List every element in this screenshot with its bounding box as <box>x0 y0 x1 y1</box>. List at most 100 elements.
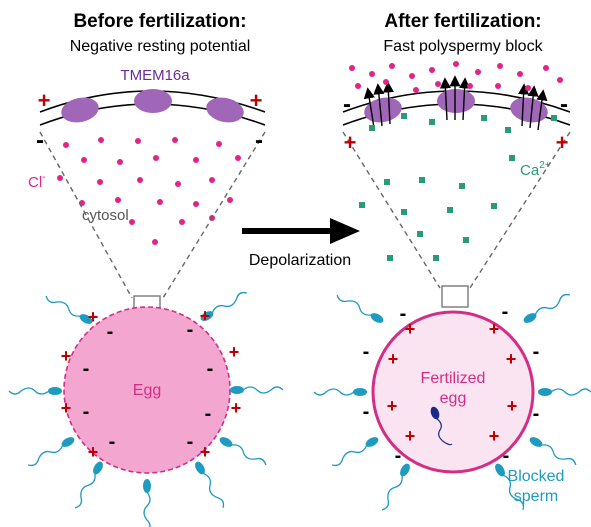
sperm <box>523 293 571 323</box>
calcium-label: Ca2+ <box>520 160 551 179</box>
charge-symbols: ++----++++++++++----------------++++++++ <box>36 88 568 467</box>
chloride-ion <box>383 79 389 85</box>
sperm <box>381 463 410 511</box>
chloride-ion <box>355 83 361 89</box>
open-channel-1 <box>364 97 402 123</box>
calcium-ion <box>401 209 407 215</box>
sperm <box>74 461 103 509</box>
tmem16a-label: TMEM16a <box>120 67 190 84</box>
plus-charge: + <box>506 349 517 369</box>
calcium-ion <box>505 127 511 133</box>
depolarization-arrow <box>242 218 360 244</box>
plus-charge: + <box>489 319 500 339</box>
chloride-ion <box>349 65 355 71</box>
chloride-ion <box>543 65 549 71</box>
minus-charge: - <box>255 127 263 154</box>
plus-charge: + <box>61 346 72 366</box>
plus-charge: + <box>507 396 518 416</box>
calcium-ion <box>509 155 515 161</box>
right-subtitle: Fast polyspermy block <box>383 38 543 55</box>
calcium-ion <box>369 125 375 131</box>
calcium-ion <box>447 207 453 213</box>
sperm <box>143 479 151 527</box>
calcium-ion <box>491 203 497 209</box>
minus-charge: - <box>207 358 214 380</box>
chloride-ion <box>137 177 143 183</box>
plus-charge: + <box>88 307 99 327</box>
chloride-ion <box>129 219 135 225</box>
sperm <box>27 437 75 467</box>
chloride-ion <box>175 181 181 187</box>
sperm-cells <box>8 291 591 527</box>
minus-charge: - <box>205 403 212 425</box>
chloride-ion <box>193 157 199 163</box>
chloride-ion <box>429 67 435 73</box>
chloride-ion <box>525 85 531 91</box>
chloride-ion <box>193 201 199 207</box>
calcium-ion <box>417 231 423 237</box>
egg-label: Egg <box>133 382 161 399</box>
left-subtitle: Negative resting potential <box>70 38 251 55</box>
fertilized-egg-label-2: egg <box>440 390 467 407</box>
right-zoom-lines <box>342 131 571 289</box>
minus-charge: - <box>83 401 90 423</box>
sperm <box>8 387 62 395</box>
open-channel-3 <box>510 97 548 123</box>
calcium-ion <box>433 255 439 261</box>
minus-charge: - <box>503 445 510 467</box>
sperm <box>538 388 591 396</box>
blocked-sperm-label-2: sperm <box>514 488 558 505</box>
chloride-ion <box>467 83 473 89</box>
right-chloride-ions <box>349 61 563 93</box>
calcium-ion <box>401 113 407 119</box>
plus-charge: + <box>388 349 399 369</box>
minus-charge: - <box>83 358 90 380</box>
fertilized-egg-label-1: Fertilized <box>421 370 486 387</box>
minus-charge: - <box>502 301 509 323</box>
right-calcium-ions <box>359 113 557 261</box>
chloride-ion <box>81 157 87 163</box>
right-zoom-box <box>441 285 469 308</box>
minus-charge: - <box>395 445 402 467</box>
chloride-ion <box>227 197 233 203</box>
chloride-ion <box>369 71 375 77</box>
left-zoom-lines <box>39 131 266 299</box>
sperm <box>230 386 284 394</box>
plus-charge: + <box>344 130 357 155</box>
minus-charge: - <box>343 91 351 118</box>
minus-charge: - <box>107 321 114 343</box>
minus-charge: - <box>187 319 194 341</box>
minus-charge: - <box>363 401 370 423</box>
right-title: After fertilization: <box>384 11 541 32</box>
sperm <box>336 294 384 323</box>
chloride-ion <box>115 197 121 203</box>
tmem16a-channel-1 <box>61 97 99 123</box>
plus-charge: + <box>556 130 569 155</box>
sperm <box>195 461 225 509</box>
plus-charge: + <box>405 319 416 339</box>
minus-charge: - <box>533 341 540 363</box>
chloride-ion <box>475 69 481 75</box>
sperm <box>331 437 379 467</box>
chloride-ion <box>153 155 159 161</box>
calcium-ion <box>551 115 557 121</box>
chloride-ion <box>152 239 158 245</box>
chloride-ion <box>453 61 459 67</box>
cytosol-label: cytosol <box>82 207 129 224</box>
chloride-label: Cl- <box>28 172 46 191</box>
minus-charge: - <box>560 91 568 118</box>
chloride-ion <box>63 142 69 148</box>
calcium-ion <box>459 183 465 189</box>
depolarization-label: Depolarization <box>249 252 351 269</box>
chloride-ion <box>216 141 222 147</box>
calcium-ion <box>429 119 435 125</box>
sperm <box>495 463 525 511</box>
chloride-ion <box>409 73 415 79</box>
calcium-ion <box>387 255 393 261</box>
efflux-arrows <box>363 75 548 131</box>
plus-charge: + <box>231 398 242 418</box>
sperm <box>200 291 248 321</box>
minus-charge: - <box>109 431 116 453</box>
plus-charge: + <box>405 426 416 446</box>
sperm <box>45 295 93 324</box>
